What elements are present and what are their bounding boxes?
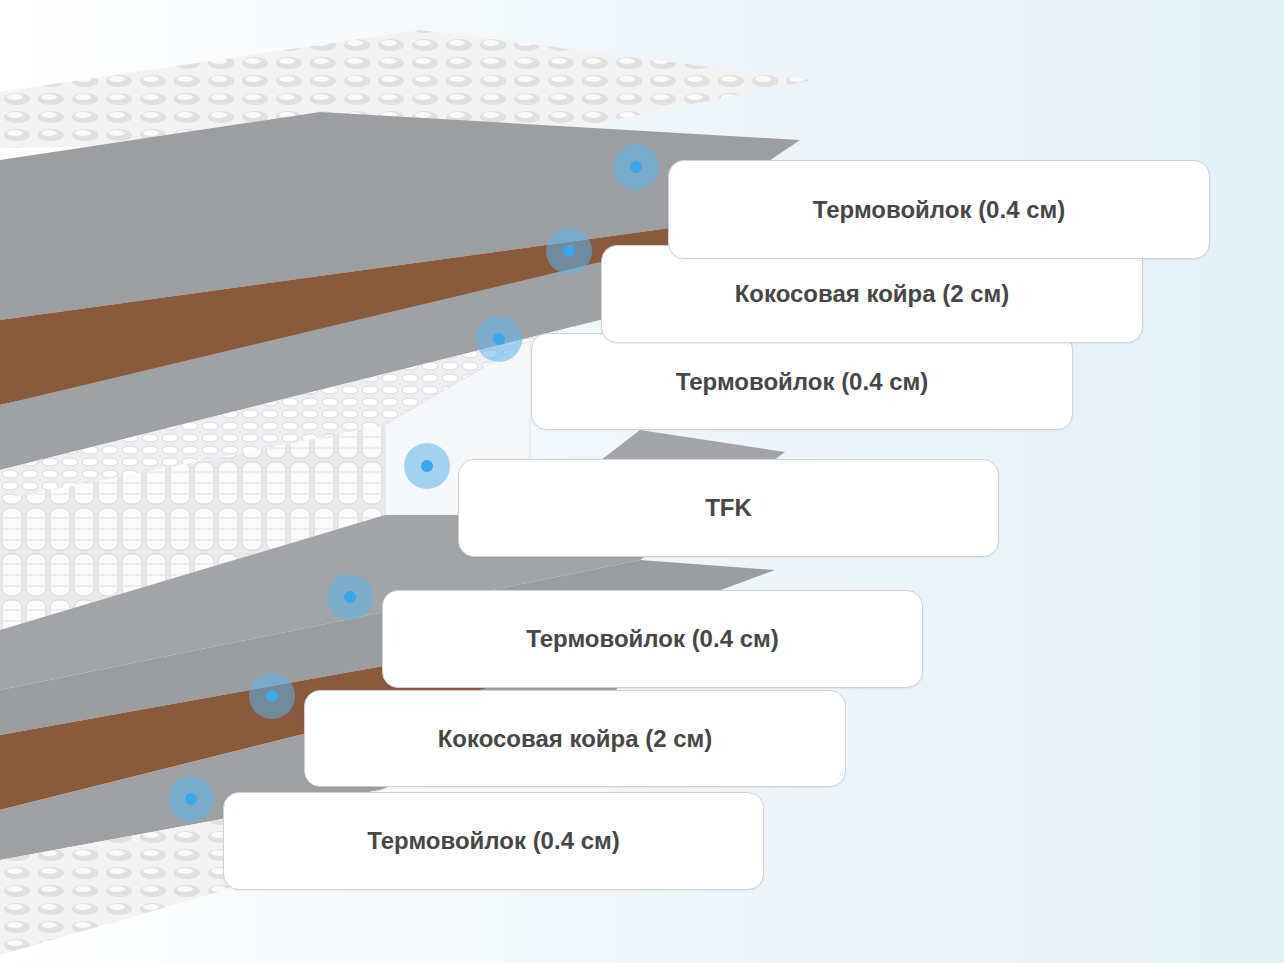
marker-dot (613, 144, 659, 190)
callout-box: Термовойлок (0.4 см) (531, 333, 1073, 430)
marker-dot (168, 776, 214, 822)
marker-dot (476, 316, 522, 362)
layer-label: Кокосовая койра (2 см) (725, 280, 1020, 308)
callout-box: Термовойлок (0.4 см) (223, 792, 764, 890)
callout-box: Кокосовая койра (2 см) (304, 690, 846, 787)
callout-box: Термовойлок (0.4 см) (668, 160, 1210, 259)
callout-box: TFK (458, 459, 999, 557)
marker-dot (546, 228, 592, 274)
callout-box: Термовойлок (0.4 см) (382, 590, 923, 688)
marker-dot (327, 574, 373, 620)
layer-label: Термовойлок (0.4 см) (516, 625, 789, 653)
layer-label: Термовойлок (0.4 см) (357, 827, 630, 855)
layer-label: Термовойлок (0.4 см) (666, 368, 939, 396)
marker-dot (404, 443, 450, 489)
layer-label: TFK (695, 494, 762, 522)
layer-label: Кокосовая койра (2 см) (428, 725, 723, 753)
marker-dot (249, 673, 295, 719)
layer-label: Термовойлок (0.4 см) (803, 196, 1076, 224)
callout-box: Кокосовая койра (2 см) (601, 245, 1143, 343)
